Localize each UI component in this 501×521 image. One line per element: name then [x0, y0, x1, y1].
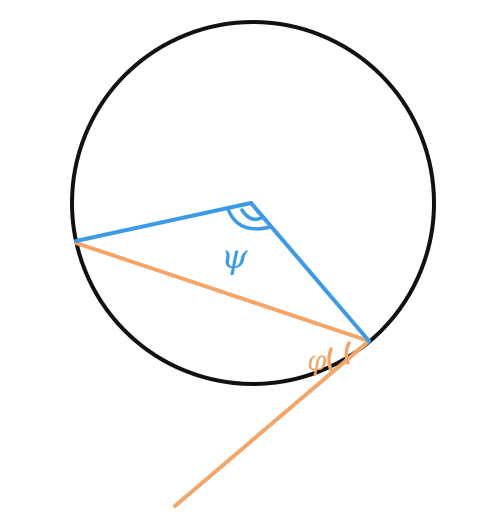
circle — [70, 20, 436, 386]
central-angle-label: ψ — [221, 237, 248, 277]
tangent-angle-arc-inner — [344, 341, 351, 365]
tangent-line — [173, 339, 371, 508]
tangent-angle-arc-outer — [327, 347, 333, 372]
chord-line — [74, 241, 371, 343]
central-angle-arc-inner — [240, 208, 265, 222]
radius-left — [74, 201, 253, 243]
central-angle-arc-outer — [226, 207, 272, 231]
tangent-angle-label: φ — [307, 344, 327, 377]
